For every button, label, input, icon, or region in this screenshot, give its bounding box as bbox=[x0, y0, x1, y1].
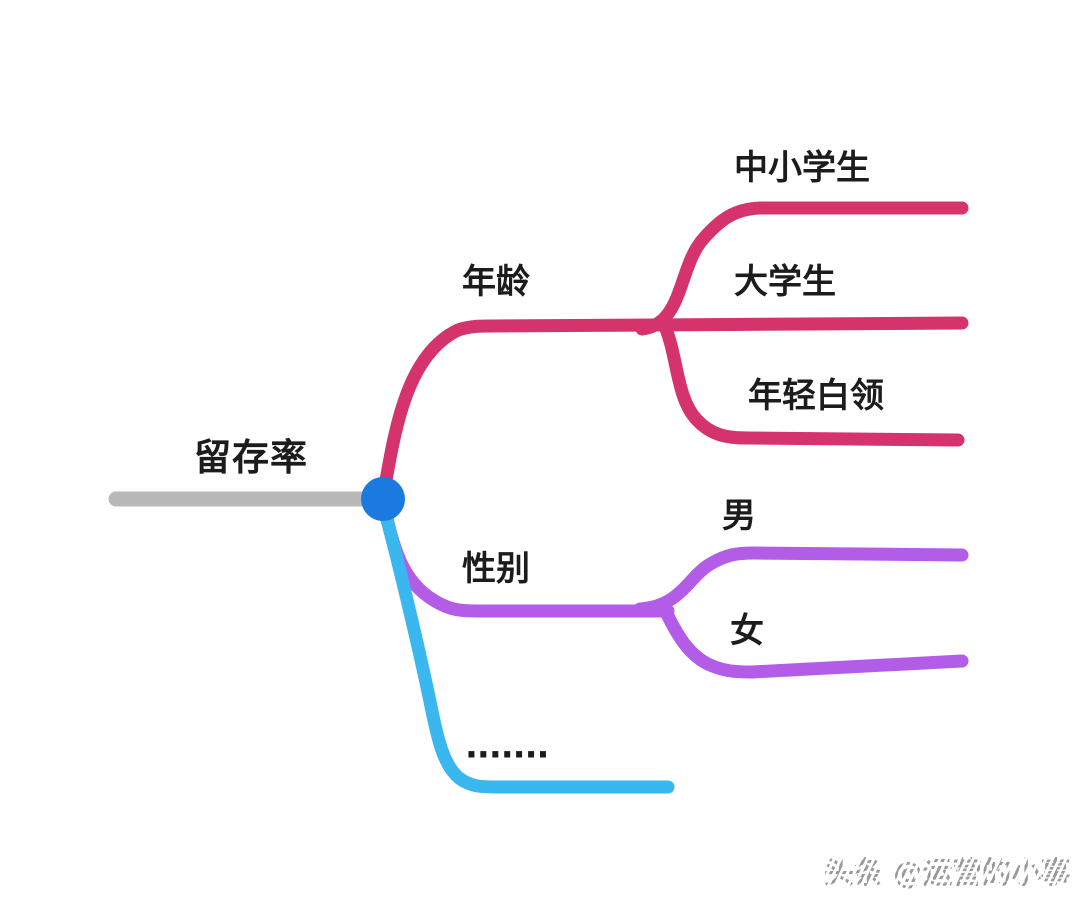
age-branch-line bbox=[376, 316, 969, 504]
node-gender-label: 性别 bbox=[462, 549, 530, 589]
gender-child-down-line bbox=[659, 605, 969, 679]
node-age-child-college-label: 大学生 bbox=[734, 262, 836, 302]
node-other-label: ······· bbox=[465, 735, 549, 775]
age-child-down-line bbox=[657, 317, 965, 447]
age-child-up-line bbox=[635, 201, 969, 336]
node-age-label: 年龄 bbox=[462, 262, 530, 302]
other-branch-line bbox=[375, 494, 675, 794]
node-gender-child-female-label: 女 bbox=[730, 611, 764, 651]
watermark: 头条 @运营的小事 bbox=[822, 846, 1072, 894]
node-age-child-whitecollar-label: 年轻白领 bbox=[748, 376, 884, 416]
watermark-text: 头条 @运营的小事 bbox=[824, 856, 1070, 891]
node-gender-child-male-label: 男 bbox=[722, 496, 756, 536]
node-age-child-students-label: 中小学生 bbox=[734, 148, 870, 188]
junction-dot bbox=[361, 477, 405, 521]
node-root-label: 留存率 bbox=[194, 436, 308, 479]
gender-child-up-line bbox=[633, 546, 969, 616]
